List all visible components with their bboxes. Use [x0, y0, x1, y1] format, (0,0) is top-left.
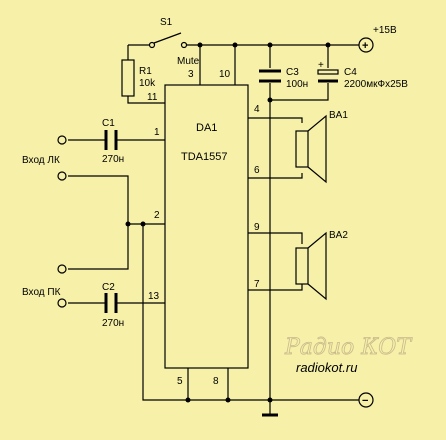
- pin-label: 5: [177, 376, 183, 387]
- c4-ref: C4: [344, 67, 357, 78]
- ic-da1: [164, 84, 249, 369]
- junction-dot: [140, 221, 146, 227]
- switch-ref: S1: [160, 17, 173, 28]
- power-minus-symbol: −: [362, 395, 368, 407]
- capacitor-c1: [104, 130, 118, 150]
- junction-dot: [325, 42, 331, 48]
- junction-dot: [197, 42, 203, 48]
- pin-label: 3: [188, 69, 194, 80]
- pin-label: 7: [254, 279, 260, 290]
- out6-wire: [248, 173, 303, 179]
- c1-ref: C1: [102, 118, 115, 129]
- input-left-label: Вход ЛК: [22, 155, 60, 166]
- junction-dot: [225, 397, 231, 403]
- c1-value: 270н: [102, 154, 124, 165]
- pin-label: 1: [154, 127, 160, 138]
- gnd-left-upper-wire: [68, 175, 129, 270]
- chip-part: TDA1557: [181, 151, 227, 163]
- c2-value: 270н: [102, 318, 124, 329]
- r1-value: 10k: [139, 78, 156, 89]
- pin-label: 9: [254, 222, 260, 233]
- switch-label: Mute: [177, 56, 200, 67]
- c4-bottom-wire: [270, 83, 329, 101]
- pin-label: 13: [148, 291, 160, 302]
- junction-dot: [232, 42, 238, 48]
- input-terminal-right-ground: [57, 264, 67, 274]
- capacitor-c3: [259, 69, 281, 83]
- c2-ref: C2: [102, 282, 115, 293]
- c3-ref: C3: [286, 67, 299, 78]
- out7-wire: [248, 284, 303, 291]
- capacitor-c4: +: [317, 60, 339, 83]
- mute-switch: [148, 32, 188, 49]
- chip-ref: DA1: [196, 122, 217, 134]
- pin-label: 11: [147, 92, 158, 103]
- junction-dot: [185, 397, 191, 403]
- r1-bottom-wire: [127, 96, 165, 104]
- pin-label: 8: [213, 376, 219, 387]
- pin-label: 10: [219, 69, 231, 80]
- r1-ref: R1: [139, 66, 152, 77]
- pin-label: 2: [154, 210, 160, 221]
- capacitor-c2: [104, 293, 118, 313]
- ba1-label: BA1: [329, 110, 348, 121]
- resistor-r1: [121, 59, 135, 97]
- logo-url: radiokot.ru: [296, 360, 357, 375]
- power-minus-terminal: [358, 392, 374, 408]
- ba2-label: BA2: [329, 230, 348, 241]
- power-plus-label: +15В: [373, 25, 397, 36]
- junction-dot: [267, 42, 273, 48]
- junction-dot: [125, 221, 131, 227]
- power-plus-symbol: +: [362, 40, 368, 52]
- svg-text:+: +: [318, 60, 324, 71]
- input-terminal-left-ground: [57, 171, 67, 181]
- power-plus-terminal: [358, 37, 374, 53]
- out4-wire: [248, 117, 303, 123]
- speaker-ba2-icon: [295, 231, 327, 301]
- logo-title: Радио КОТ: [284, 335, 413, 360]
- speaker-ba1-icon: [295, 114, 327, 184]
- ground-left-wire: [142, 224, 360, 401]
- junction-dot: [267, 97, 273, 103]
- c3-value: 100н: [286, 79, 308, 90]
- junction-dot: [267, 397, 273, 403]
- input-right-label: Вход ПК: [22, 287, 61, 298]
- pin-label: 4: [254, 104, 260, 115]
- input-terminal-left-signal: [57, 135, 67, 145]
- input-terminal-right-signal: [57, 298, 67, 308]
- c4-value: 2200мкФх25В: [344, 79, 408, 90]
- pin-label: 6: [254, 165, 260, 176]
- out9-wire: [248, 232, 303, 244]
